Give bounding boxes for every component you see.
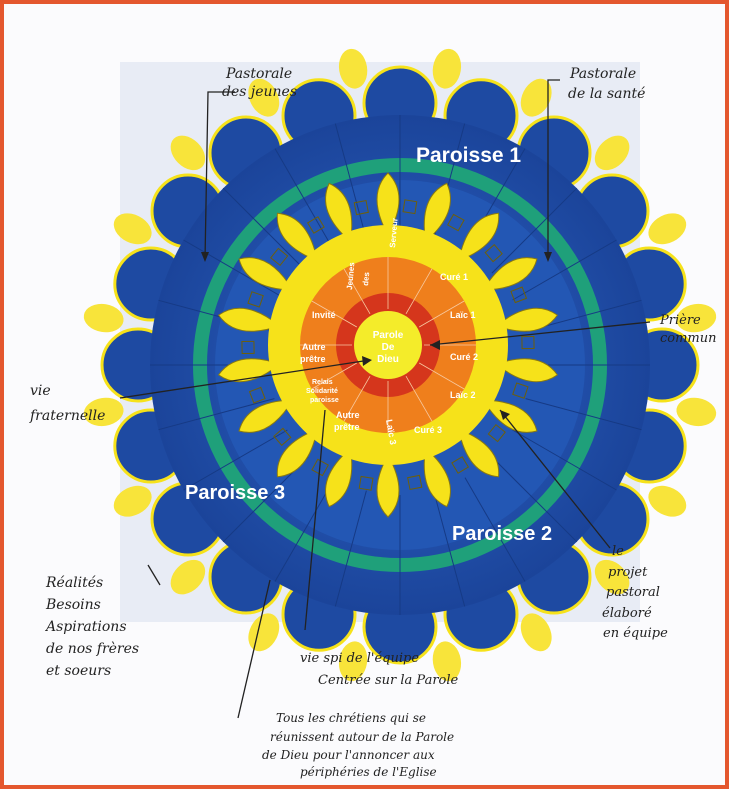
label-cure3: Curé 3: [414, 425, 442, 435]
label-autre-bottom-1: Autre: [336, 410, 360, 420]
note-realites-5: et soeurs: [46, 663, 111, 679]
note-realites-1: Réalités: [45, 575, 103, 591]
note-chretiens-1: Tous les chrétiens qui se: [276, 711, 426, 725]
label-invite: Invité: [312, 310, 336, 320]
flame: [82, 301, 126, 335]
label-top-2: des: [361, 271, 371, 286]
label-cure1: Curé 1: [440, 272, 468, 282]
label-laic2: Laïc 2: [450, 390, 476, 400]
label-cure2: Curé 2: [450, 352, 478, 362]
note-projet-4: élaboré: [602, 606, 652, 621]
center-text-1: Parole: [373, 330, 404, 341]
label-autre-left-1: Autre: [302, 342, 326, 352]
center-text-3: Dieu: [377, 354, 399, 365]
note-chretiens-4: périphéries de l'Eglise: [300, 765, 437, 779]
flame: [643, 207, 691, 250]
note-projet-5: en équipe: [603, 626, 668, 641]
label-laic1: Laïc 1: [450, 310, 476, 320]
note-projet-1: le: [612, 544, 624, 559]
center-text-2: De: [382, 342, 395, 353]
note-pastorale-sante-2: de la santé: [568, 86, 645, 102]
note-priere-1: Prière: [659, 313, 701, 328]
note-vie-fraternelle-1: vie: [30, 383, 51, 399]
parish-3-label: Paroisse 3: [185, 482, 285, 504]
label-relais-2: Solidarité: [306, 388, 338, 395]
note-pastorale-sante-1: Pastorale: [569, 66, 636, 82]
flame: [674, 395, 718, 429]
note-vie-spi-1: vie spi de l'équipe: [300, 651, 419, 666]
note-projet-2: projet: [608, 565, 648, 580]
note-vie-fraternelle-2: fraternelle: [29, 408, 105, 424]
label-autre-left-2: prêtre: [300, 354, 326, 364]
note-chretiens-2: réunissent autour de la Parole: [270, 730, 454, 744]
label-relais-3: paroisse: [310, 397, 339, 404]
note-realites-4: de nos frères: [46, 641, 139, 657]
note-pastorale-jeunes-1: Pastorale: [225, 66, 292, 82]
parish-2-label: Paroisse 2: [452, 523, 552, 545]
label-relais-1: Relais: [312, 379, 333, 386]
note-projet-3: pastoral: [606, 585, 660, 600]
note-realites-3: Aspirations: [44, 619, 127, 635]
note-chretiens-3: de Dieu pour l'annoncer aux: [262, 748, 435, 762]
note-realites-2: Besoins: [45, 597, 101, 613]
label-autre-bottom-2: prêtre: [334, 422, 360, 432]
flame: [643, 480, 691, 523]
parish-1-label: Paroisse 1: [416, 144, 521, 167]
note-pastorale-jeunes-2: des jeunes: [222, 84, 297, 100]
note-priere-2: commun: [660, 331, 717, 346]
note-vie-spi-2: Centrée sur la Parole: [318, 673, 459, 688]
